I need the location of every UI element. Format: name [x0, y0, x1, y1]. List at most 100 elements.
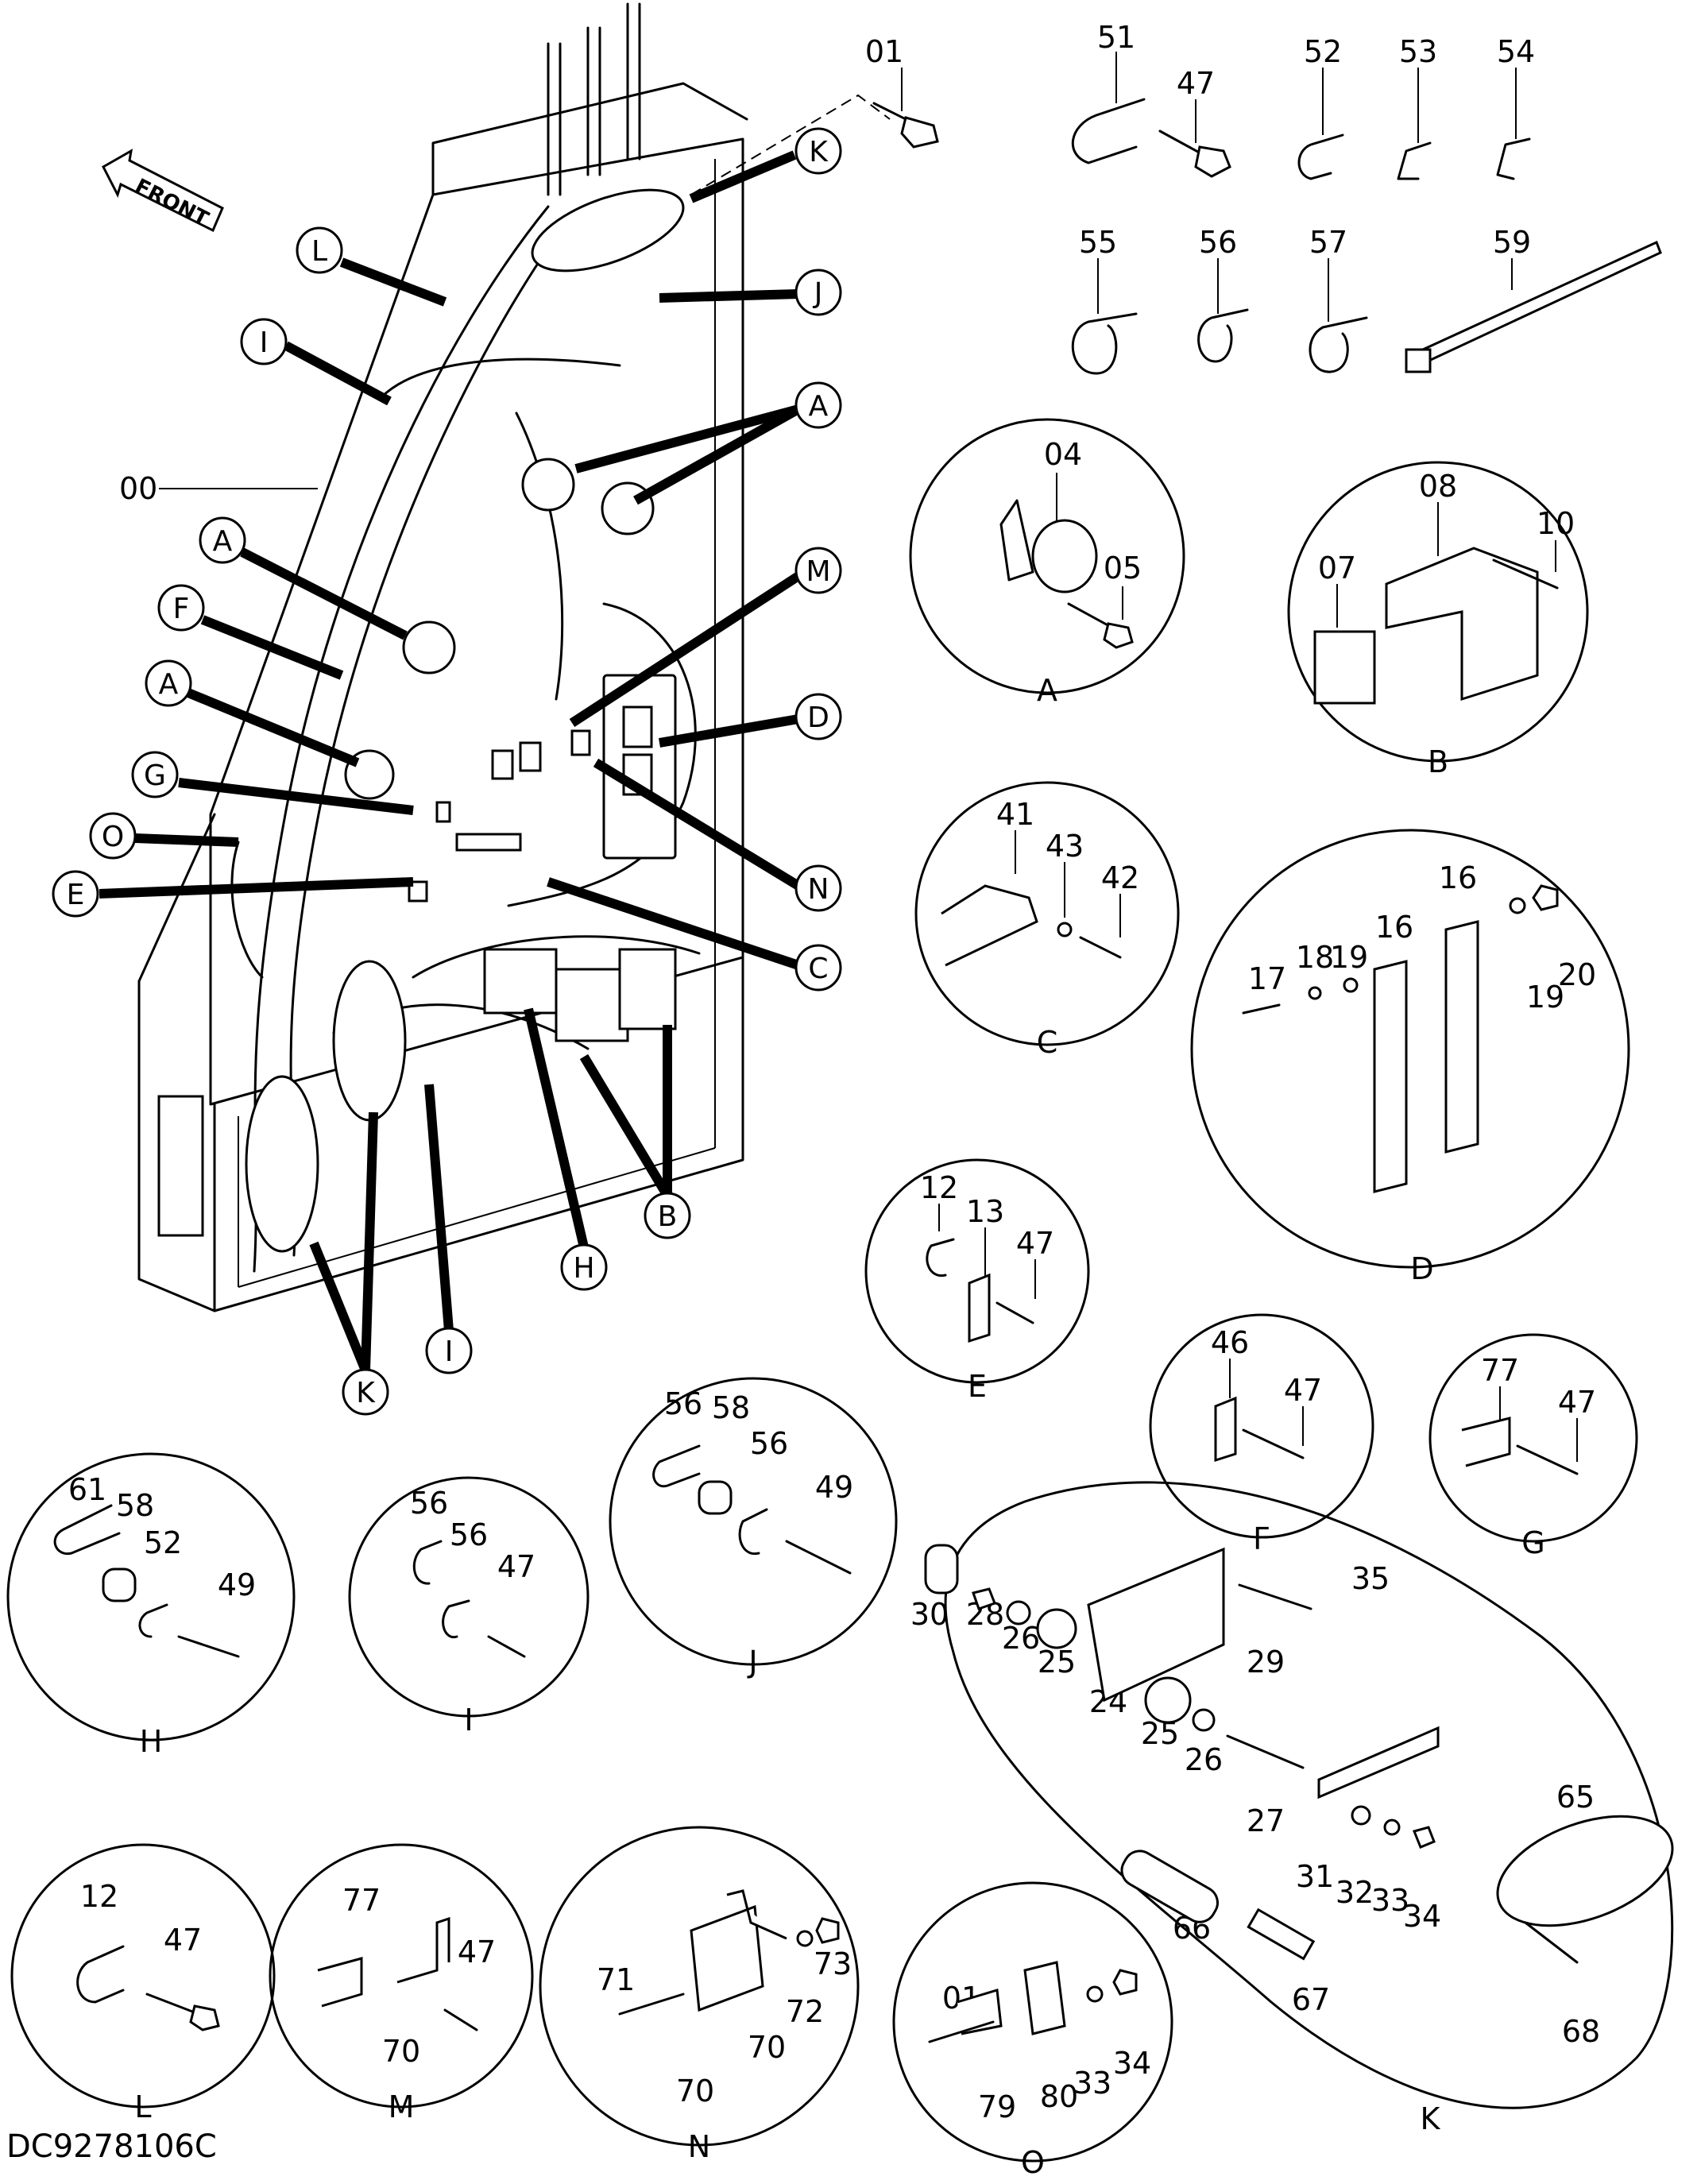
- svg-text:33: 33: [1073, 2066, 1111, 2101]
- svg-text:71: 71: [597, 1962, 635, 1997]
- svg-text:K: K: [1421, 2101, 1441, 2136]
- svg-text:M: M: [806, 555, 830, 588]
- svg-text:53: 53: [1399, 34, 1437, 69]
- callout-l: L: [296, 226, 343, 274]
- svg-text:G: G: [144, 760, 166, 792]
- svg-text:52: 52: [1304, 34, 1342, 69]
- svg-text:41: 41: [996, 797, 1034, 832]
- assembly-00: 00: [119, 471, 318, 506]
- callout-o: O: [89, 812, 137, 860]
- svg-text:04: 04: [1044, 437, 1082, 472]
- svg-text:I: I: [464, 1703, 473, 1738]
- svg-text:O: O: [1021, 2145, 1045, 2180]
- loose-parts: 01 51 47 52 53 54: [865, 20, 1662, 375]
- svg-text:80: 80: [1040, 2079, 1078, 2114]
- detail-b: B 08 07 10: [1287, 461, 1589, 779]
- svg-text:N: N: [808, 873, 829, 906]
- detail-l: L 12 47: [10, 1843, 276, 2124]
- svg-text:77: 77: [1481, 1353, 1519, 1388]
- svg-text:A: A: [213, 525, 233, 558]
- svg-text:55: 55: [1079, 225, 1117, 260]
- callout-d: D: [794, 693, 842, 740]
- svg-text:56: 56: [1199, 225, 1237, 260]
- svg-text:35: 35: [1351, 1561, 1390, 1596]
- svg-text:G: G: [1521, 1525, 1544, 1560]
- part-47-top: 47: [1158, 66, 1231, 178]
- detail-a: A 04 05: [909, 418, 1185, 708]
- svg-text:B: B: [658, 1200, 678, 1233]
- svg-text:18: 18: [1296, 940, 1334, 975]
- svg-text:79: 79: [978, 2089, 1016, 2124]
- svg-text:49: 49: [815, 1470, 853, 1505]
- svg-text:56: 56: [450, 1517, 488, 1552]
- svg-text:49: 49: [218, 1567, 256, 1602]
- svg-text:L: L: [311, 235, 327, 268]
- svg-text:07: 07: [1318, 551, 1356, 586]
- assembly-label: 00: [119, 471, 157, 506]
- callout-f: F: [157, 584, 205, 632]
- callout-b: B: [644, 1192, 691, 1239]
- part-52-top: 52: [1297, 34, 1344, 180]
- detail-m: M 77 47 70: [269, 1843, 534, 2124]
- svg-text:30: 30: [910, 1597, 949, 1632]
- callout-a-left-lower: A: [145, 659, 192, 707]
- svg-text:47: 47: [164, 1923, 202, 1958]
- part-01: 01: [865, 34, 939, 149]
- svg-text:56: 56: [664, 1386, 702, 1421]
- part-55: 55: [1071, 225, 1138, 375]
- svg-text:A: A: [159, 668, 179, 701]
- svg-text:26: 26: [1185, 1742, 1223, 1777]
- part-53: 53: [1397, 34, 1437, 180]
- callout-j: J: [794, 269, 842, 316]
- detail-k: K 30 28 26 25 24 25 26 35 29 27 31 32 33…: [910, 1481, 1674, 2136]
- part-54: 54: [1496, 34, 1535, 180]
- svg-text:10: 10: [1537, 506, 1575, 541]
- svg-text:08: 08: [1419, 469, 1457, 504]
- svg-text:61: 61: [68, 1472, 106, 1507]
- svg-text:70: 70: [382, 2034, 420, 2069]
- svg-text:25: 25: [1038, 1645, 1076, 1680]
- svg-text:51: 51: [1097, 20, 1135, 55]
- svg-text:70: 70: [748, 2030, 786, 2065]
- svg-text:27: 27: [1247, 1803, 1285, 1838]
- svg-text:H: H: [140, 1724, 163, 1759]
- svg-text:57: 57: [1309, 225, 1347, 260]
- svg-text:68: 68: [1562, 2014, 1600, 2049]
- svg-text:26: 26: [1002, 1621, 1040, 1656]
- svg-text:E: E: [67, 879, 85, 911]
- svg-text:43: 43: [1046, 829, 1084, 864]
- svg-text:46: 46: [1211, 1325, 1249, 1360]
- svg-text:56: 56: [750, 1426, 788, 1461]
- top-pipes: [547, 2, 641, 196]
- detail-d: D 16 16 17 18 19 19 20: [1190, 829, 1630, 1286]
- callout-leaders: [99, 150, 802, 1373]
- svg-text:K: K: [809, 136, 829, 168]
- svg-text:70: 70: [676, 2074, 714, 2109]
- svg-text:47: 47: [1284, 1373, 1322, 1408]
- svg-text:58: 58: [116, 1488, 154, 1523]
- svg-text:19: 19: [1330, 940, 1368, 975]
- main-assembly: [137, 2, 748, 1312]
- svg-text:73: 73: [814, 1946, 852, 1981]
- callout-c: C: [794, 944, 842, 991]
- svg-text:20: 20: [1558, 957, 1596, 992]
- detail-n: N 71 70 72 73 70: [539, 1826, 860, 2164]
- svg-text:05: 05: [1104, 551, 1142, 586]
- svg-text:31: 31: [1296, 1859, 1334, 1894]
- svg-text:42: 42: [1101, 860, 1139, 895]
- svg-text:F: F: [1253, 1521, 1270, 1556]
- svg-text:17: 17: [1248, 961, 1286, 996]
- svg-text:J: J: [813, 277, 823, 310]
- callout-k-lower: K: [342, 1368, 389, 1416]
- svg-text:67: 67: [1292, 1982, 1330, 2017]
- front-arrow: FRONT: [102, 149, 224, 233]
- svg-text:54: 54: [1497, 34, 1535, 69]
- svg-text:59: 59: [1493, 225, 1531, 260]
- svg-text:O: O: [102, 821, 124, 853]
- svg-text:16: 16: [1375, 910, 1413, 945]
- svg-text:D: D: [1410, 1251, 1433, 1286]
- svg-text:72: 72: [786, 1994, 824, 2029]
- svg-text:K: K: [356, 1377, 376, 1409]
